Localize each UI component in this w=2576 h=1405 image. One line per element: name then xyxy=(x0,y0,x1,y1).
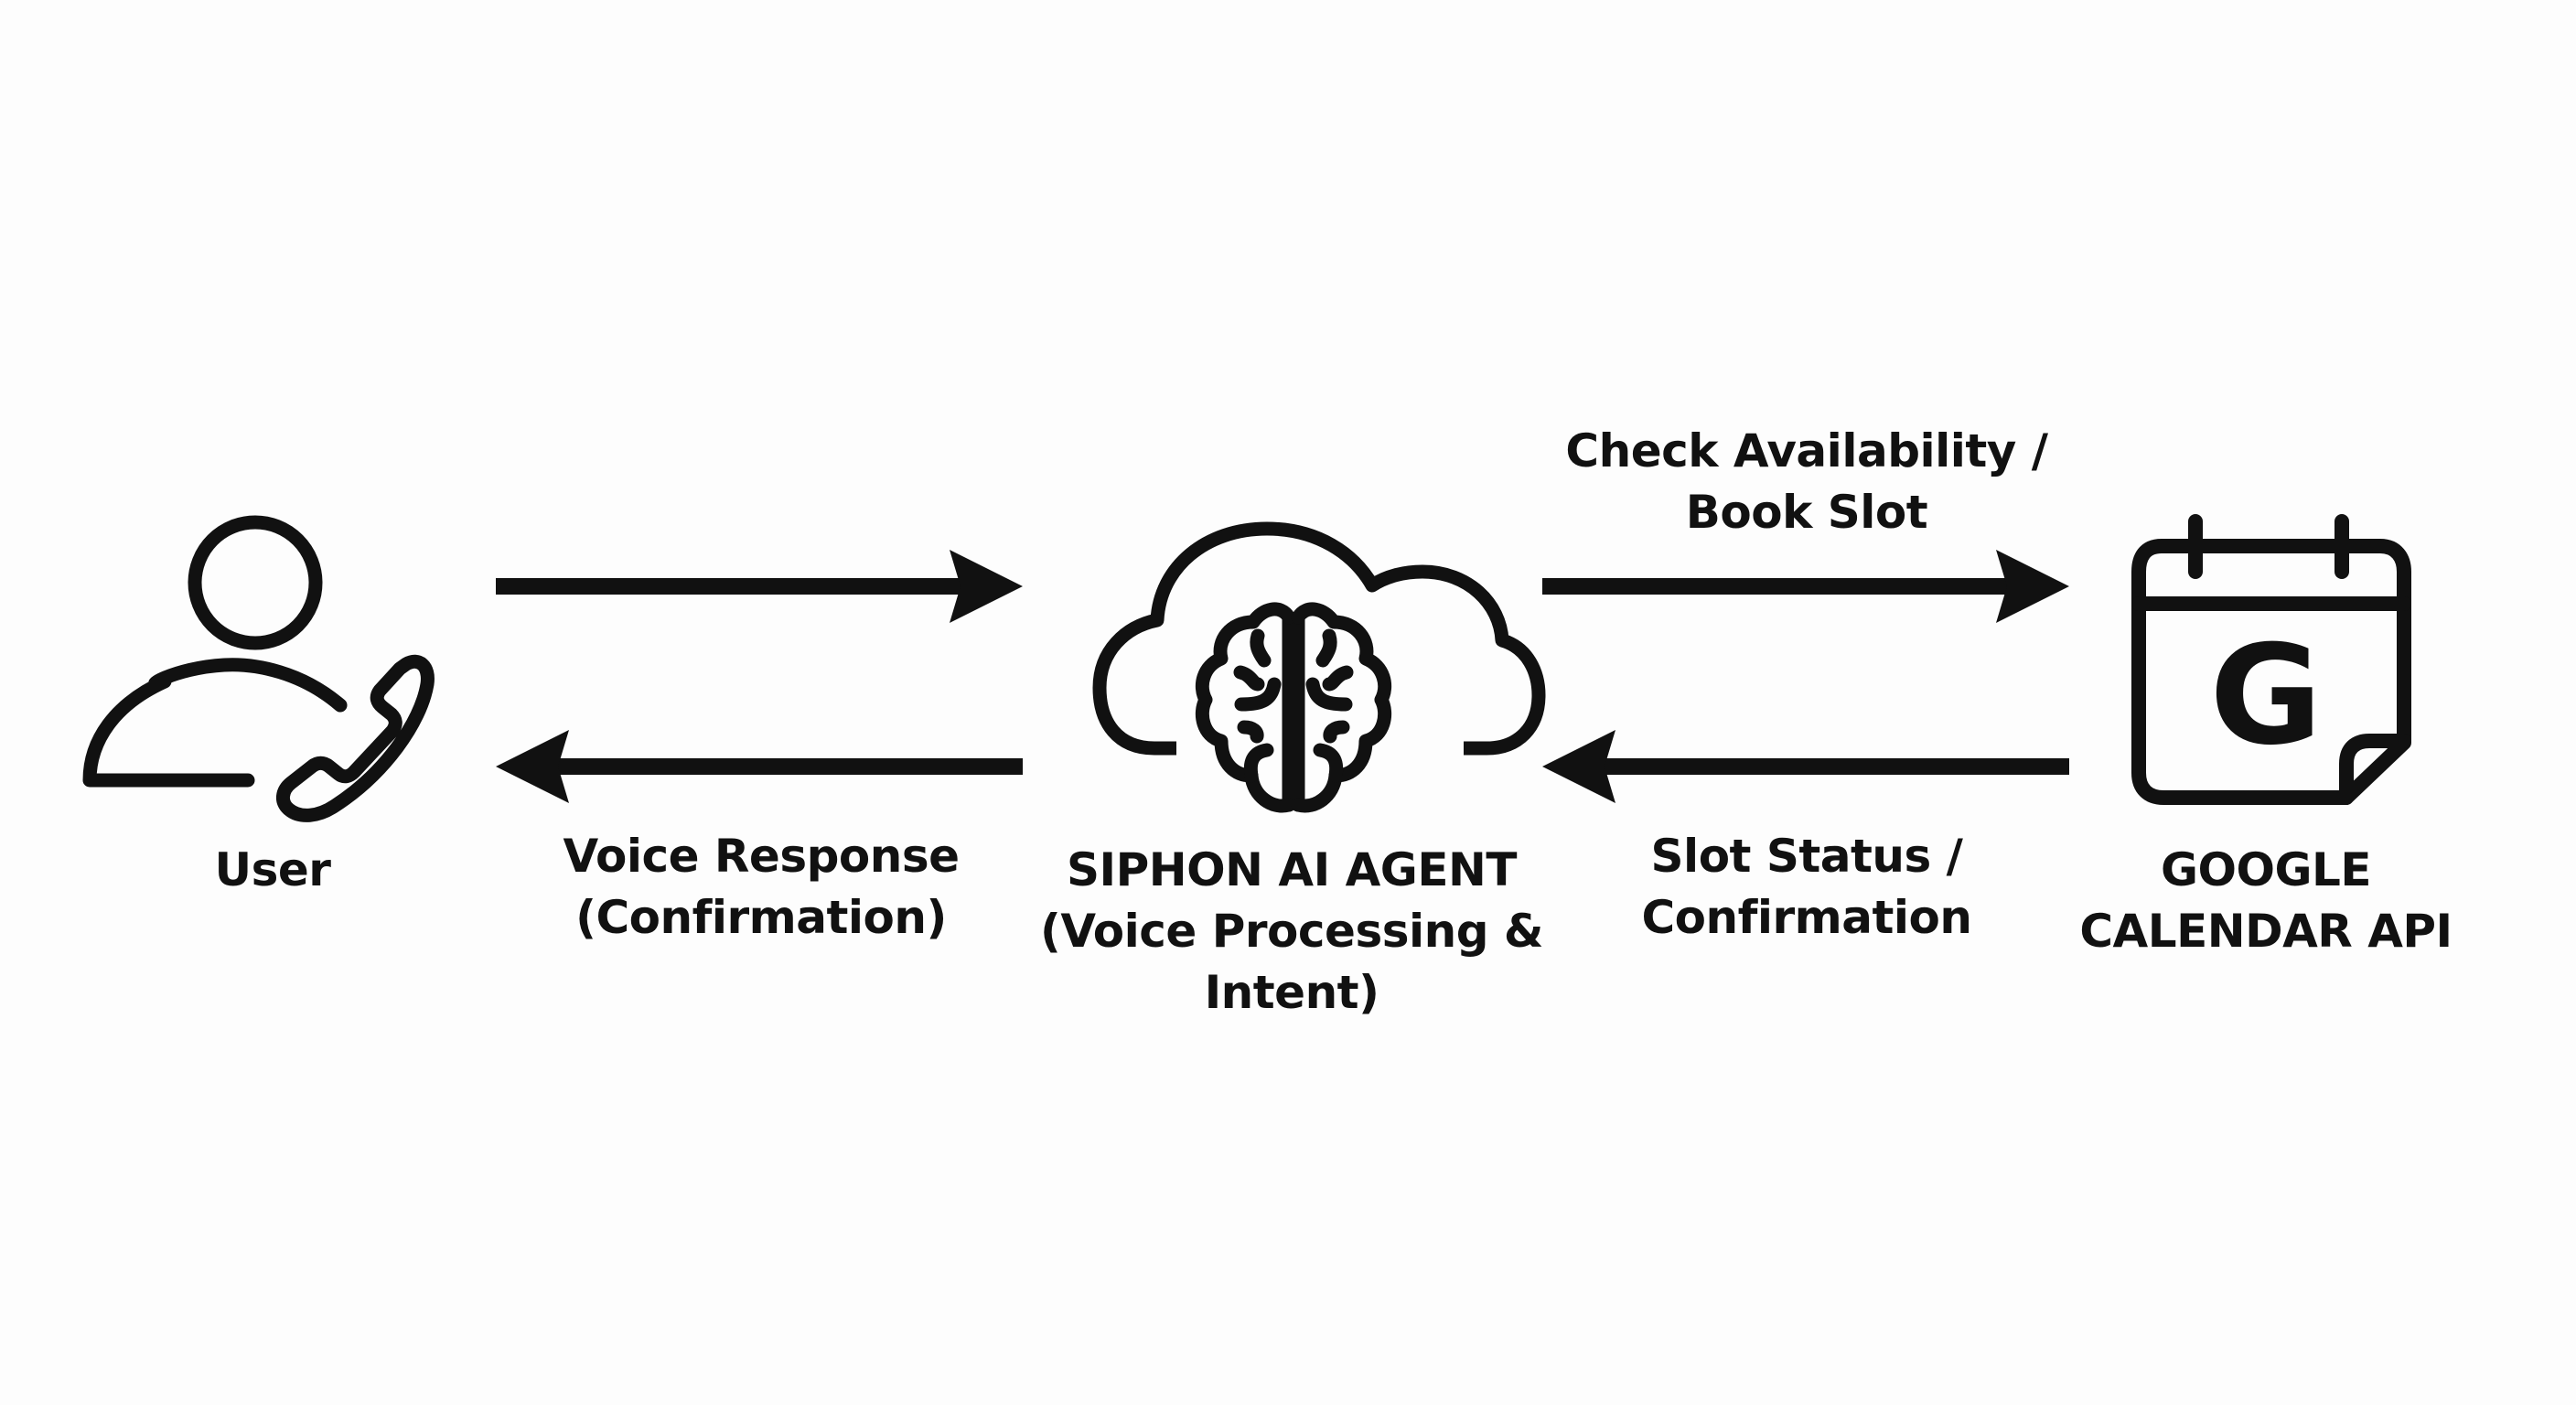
brain-icon xyxy=(1195,602,1392,813)
calendar-label-line-1: GOOGLE xyxy=(2160,843,2372,896)
arrowhead-icon xyxy=(1996,550,2069,623)
agent-label-line-3: Intent) xyxy=(1204,966,1379,1019)
arrow-calendar-to-agent xyxy=(1542,730,2069,803)
arrows-layer xyxy=(496,550,2069,803)
edge-label-check-availability: Check Availability / Book Slot xyxy=(1565,421,2048,543)
arrowhead-icon xyxy=(1542,730,1615,803)
agent-label-line-2: (Voice Processing & xyxy=(1039,905,1544,958)
phone-handset-icon xyxy=(276,654,435,822)
edge-label-line: Voice Response xyxy=(563,830,961,883)
arrow-agent-to-calendar xyxy=(1542,550,2069,623)
edge-label-slot-status: Slot Status / Confirmation xyxy=(1641,826,1972,949)
arrow-shaft xyxy=(1599,758,2069,775)
arrow-agent-to-user xyxy=(496,730,1023,803)
calendar-body-icon xyxy=(2131,539,2411,805)
user-label-line: User xyxy=(214,843,331,896)
user-head-icon xyxy=(188,515,323,650)
calendar-label: GOOGLE CALENDAR API xyxy=(2079,840,2453,962)
edge-label-line: Confirmation xyxy=(1641,891,1972,944)
user-body-icon xyxy=(82,658,348,788)
arrow-shaft xyxy=(553,758,1023,775)
google-calendar-icon: G xyxy=(2131,514,2411,805)
edge-label-line: (Confirmation) xyxy=(575,891,947,944)
arrowhead-icon xyxy=(950,550,1023,623)
user-label: User xyxy=(215,840,331,901)
agent-label: SIPHON AI AGENT (Voice Processing & Inte… xyxy=(1039,840,1544,1024)
calendar-page-curl-icon xyxy=(2339,734,2411,805)
arrowhead-icon xyxy=(496,730,569,803)
edge-label-line: Book Slot xyxy=(1685,486,1928,539)
user-with-phone-icon xyxy=(82,515,435,822)
cloud-outline-icon xyxy=(1092,521,1546,756)
arrow-shaft xyxy=(496,578,966,595)
edge-label-voice-response: Voice Response (Confirmation) xyxy=(563,826,961,949)
edge-label-line: Slot Status / xyxy=(1650,830,1963,883)
calendar-label-line-2: CALENDAR API xyxy=(2079,905,2453,958)
arrow-shaft xyxy=(1542,578,2012,595)
agent-label-line-1: SIPHON AI AGENT xyxy=(1067,843,1517,896)
edge-label-line: Check Availability / xyxy=(1565,424,2048,477)
arrow-user-to-agent xyxy=(496,550,1023,623)
google-g-letter: G xyxy=(2209,617,2322,776)
cloud-brain-icon xyxy=(1092,521,1546,813)
